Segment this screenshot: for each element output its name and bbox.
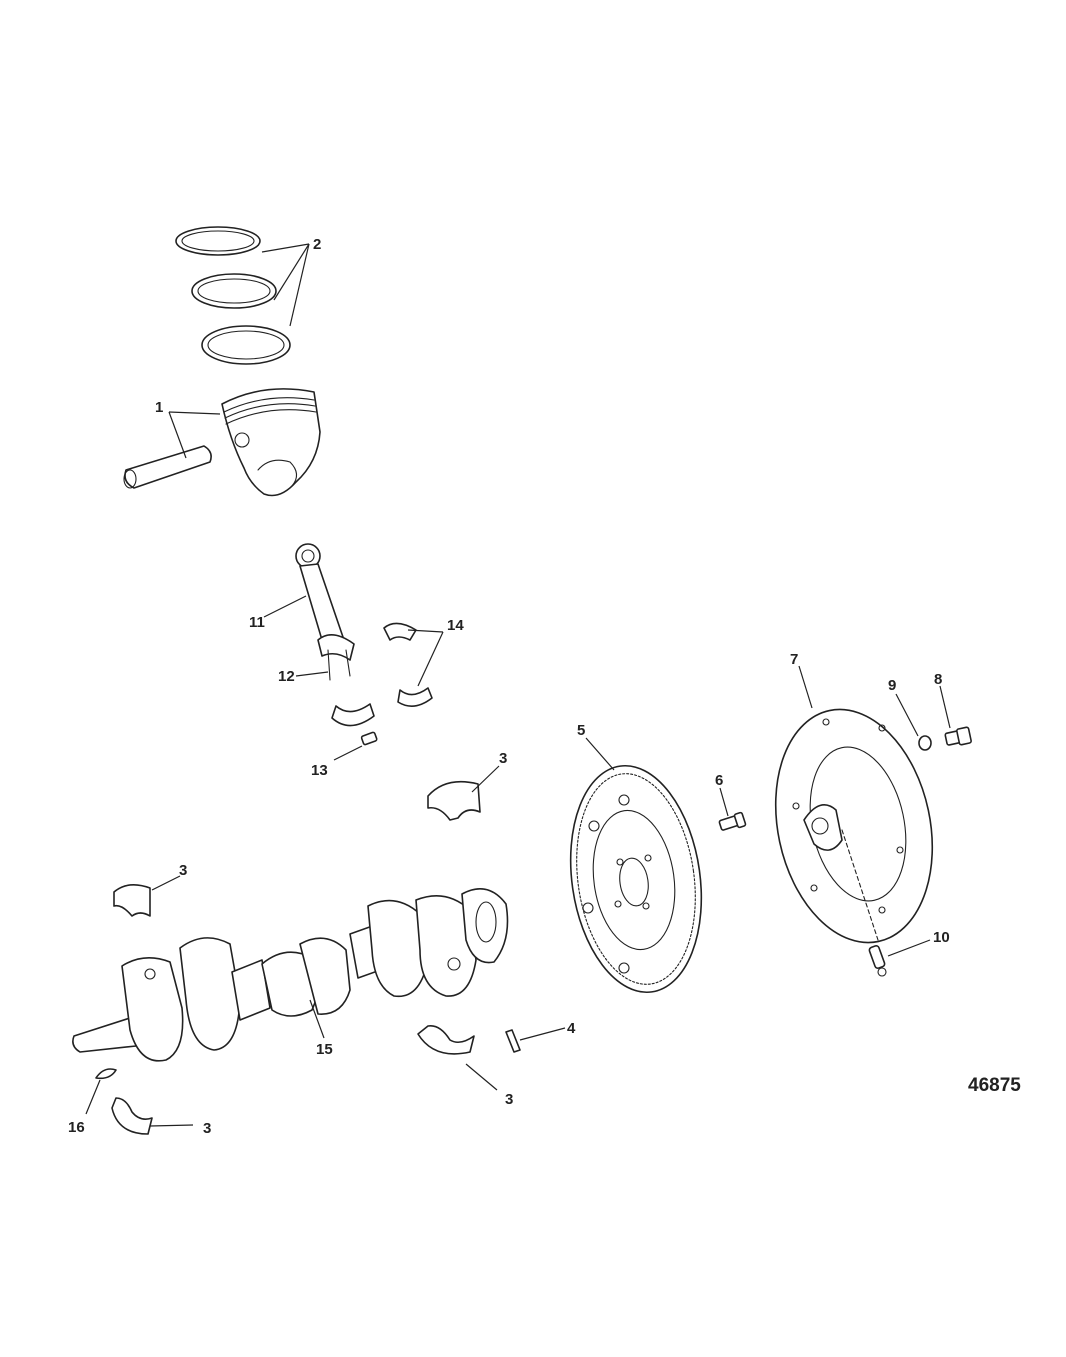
callout-14: 14 [447, 617, 464, 634]
figure-number: 46875 [968, 1075, 1021, 1096]
callout-11: 11 [249, 614, 265, 631]
callout-3-bottom: 3 [203, 1120, 211, 1137]
callout-3-lower: 3 [505, 1091, 513, 1108]
flywheel-dowel [505, 1029, 521, 1053]
piston-rings [175, 226, 291, 365]
callout-6: 6 [715, 772, 723, 789]
callout-8: 8 [934, 671, 942, 688]
lock-washer [918, 735, 932, 751]
callout-16: 16 [68, 1119, 85, 1136]
coupler-bolt [944, 726, 972, 746]
callout-2: 2 [313, 236, 321, 253]
callout-3-left: 3 [179, 862, 187, 879]
callout-15: 15 [316, 1041, 333, 1058]
leader-lines [85, 243, 951, 1127]
rod-bearing-shells [331, 622, 433, 727]
flywheel-bolt [718, 811, 747, 831]
callout-10: 10 [933, 929, 950, 946]
piston-assembly [123, 388, 321, 497]
dowel-pin [360, 731, 378, 746]
connecting-rod [295, 543, 355, 681]
callout-7: 7 [790, 651, 798, 668]
main-bearing-shells [111, 780, 481, 1135]
crank-key [95, 1068, 117, 1080]
callout-9: 9 [888, 677, 896, 694]
callout-13: 13 [311, 762, 328, 779]
callout-12: 12 [278, 668, 295, 685]
callout-5: 5 [577, 722, 585, 739]
drive-coupler [774, 708, 934, 944]
callout-labels: 2 1 11 14 12 13 3 3 3 3 4 5 6 7 8 9 10 1… [68, 236, 950, 1137]
callout-3-upper: 3 [499, 750, 507, 767]
callout-1: 1 [155, 399, 163, 416]
grease-fitting [868, 944, 887, 977]
flexplate [569, 764, 703, 994]
crankshaft [72, 888, 509, 1062]
callout-4: 4 [567, 1020, 576, 1037]
